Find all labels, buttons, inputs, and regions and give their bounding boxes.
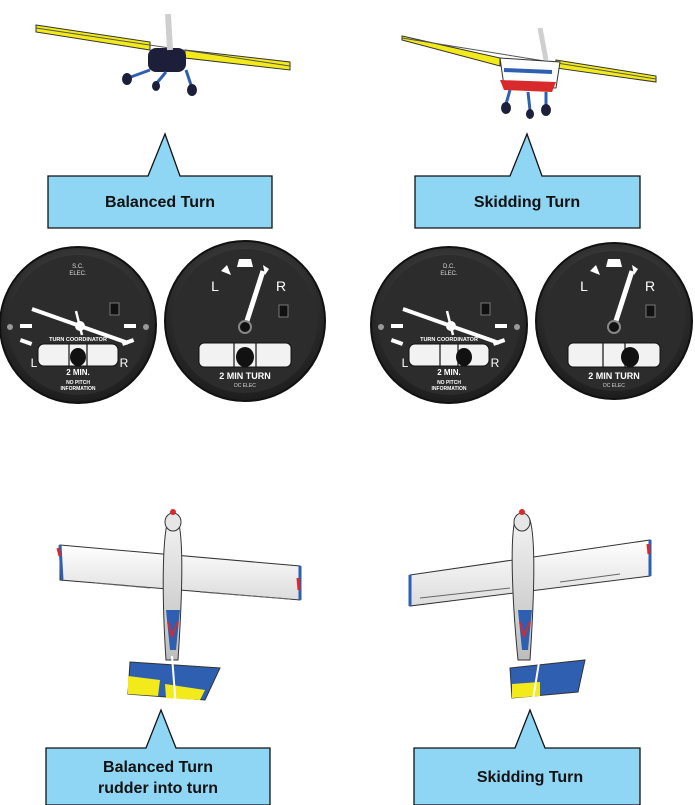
- callout-top-left: Balanced Turn: [47, 132, 273, 229]
- ti-min: 2 MIN TURN: [219, 371, 271, 381]
- callout-bottom-right: Skidding Turn: [413, 708, 641, 805]
- callout-top-right-text: Skidding Turn: [474, 194, 580, 211]
- airplane-front-balanced: [35, 13, 291, 96]
- ti-left: L: [211, 278, 219, 294]
- ti2-left: L: [580, 278, 588, 294]
- tc-note-2: INFORMATION: [61, 386, 96, 392]
- tc2-top-label-1: D.C.: [443, 264, 455, 270]
- airplane-top-balanced: [56, 509, 302, 709]
- callout-bottom-left-line1: Balanced Turn: [103, 759, 213, 776]
- callout-bottom-left: Balanced Turn rudder into turn: [45, 708, 271, 805]
- callout-bottom-right-text: Skidding Turn: [477, 769, 583, 786]
- tc2-note-1: NO PITCH: [437, 380, 461, 386]
- tc-note-1: NO PITCH: [66, 380, 90, 386]
- turn-coordinator-gauge-skidding: D.C. ELEC. TURN COORDINATOR L R 2 MIN. N…: [370, 246, 528, 404]
- tc2-min: 2 MIN.: [437, 368, 461, 377]
- tc-left: L: [31, 356, 38, 370]
- turn-indicator-gauge-balanced: L R 2 MIN TURN DC ELEC: [164, 240, 326, 402]
- turn-coordinator-gauge-balanced: S.C. ELEC. TURN COORDINATOR L R 2 MIN. N…: [0, 246, 157, 404]
- tc-top-label-2: ELEC.: [69, 271, 87, 277]
- tc2-note-2: INFORMATION: [432, 386, 467, 392]
- callout-top-left-text: Balanced Turn: [105, 194, 215, 211]
- callout-top-right: Skidding Turn: [414, 132, 641, 229]
- tc2-right: R: [491, 356, 500, 370]
- airplane-top-skidding: [408, 509, 652, 707]
- tc-right: R: [120, 356, 129, 370]
- tc-min: 2 MIN.: [66, 368, 90, 377]
- ti-right: R: [276, 278, 286, 294]
- ti2-min: 2 MIN TURN: [588, 371, 640, 381]
- tc-title: TURN COORDINATOR: [49, 337, 107, 343]
- ti-elec: DC ELEC: [234, 383, 256, 389]
- tc2-title: TURN COORDINATOR: [420, 337, 478, 343]
- airplane-front-skidding: [401, 27, 657, 119]
- tc2-top-label-2: ELEC.: [440, 271, 458, 277]
- callout-bottom-left-line2: rudder into turn: [98, 780, 218, 797]
- tc-top-label-1: S.C.: [72, 264, 84, 270]
- turn-indicator-gauge-skidding: L R 2 MIN TURN DC ELEC: [535, 242, 693, 400]
- tc2-left: L: [402, 356, 409, 370]
- ti2-right: R: [645, 278, 655, 294]
- ti2-elec: DC ELEC: [603, 383, 625, 389]
